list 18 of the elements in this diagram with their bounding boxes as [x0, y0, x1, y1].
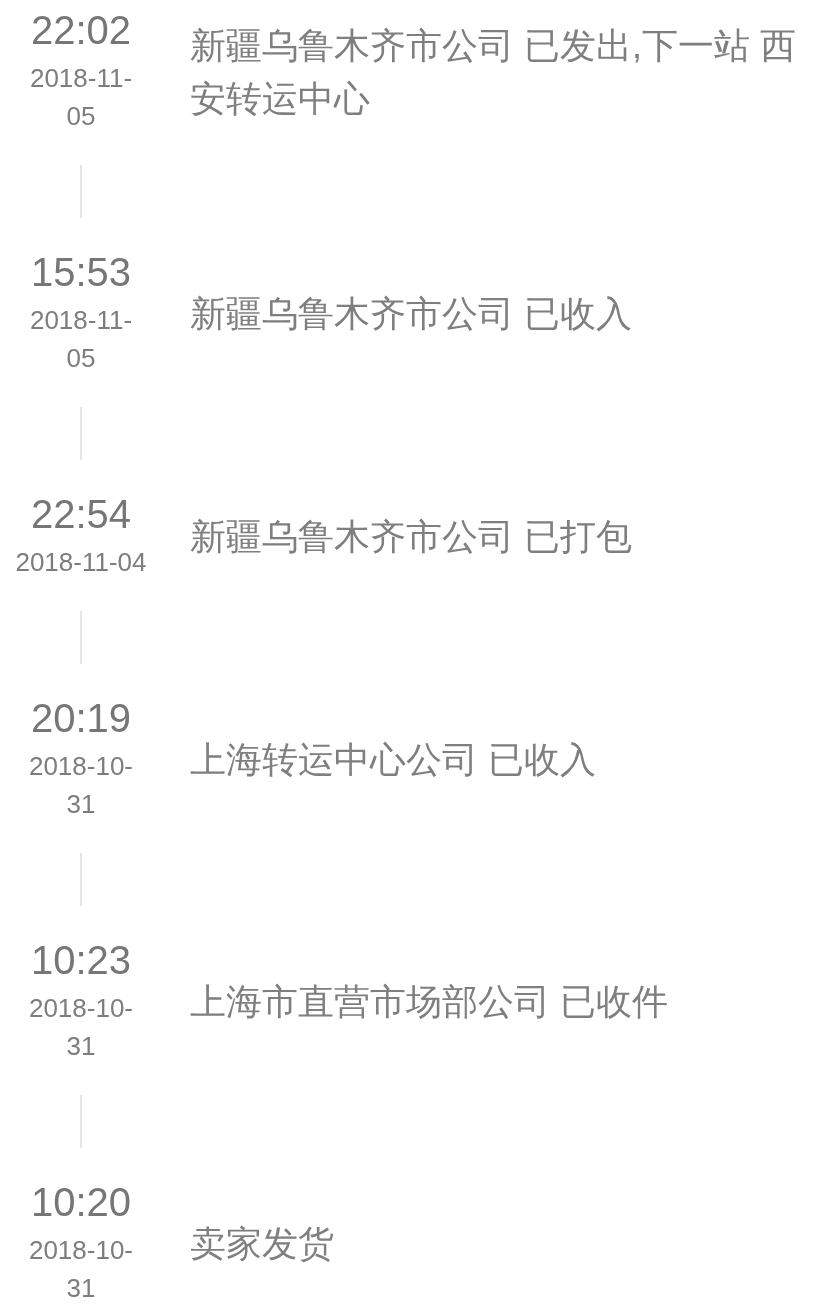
- status-text: 新疆乌鲁木齐市公司 已收入: [190, 292, 632, 336]
- event-time: 10:23: [30, 938, 132, 982]
- event-time: 10:20: [30, 1180, 132, 1224]
- event-date: 2018-11-04: [14, 546, 148, 579]
- event-date: 2018-10-31: [27, 992, 135, 1063]
- event-date: 2018-10-31: [27, 750, 135, 821]
- status-text: 上海市直营市场部公司 已收件: [190, 980, 668, 1024]
- status-text: 新疆乌鲁木齐市公司 已发出,下一站 西安转运中心: [190, 23, 797, 121]
- event-time: 22:02: [30, 8, 132, 52]
- status-text: 新疆乌鲁木齐市公司 已打包: [190, 515, 632, 559]
- event-time: 22:54: [30, 492, 132, 536]
- status-text: 上海转运中心公司 已收入: [190, 738, 596, 782]
- event-date: 2018-11-05: [28, 62, 134, 133]
- event-time: 20:19: [30, 696, 132, 740]
- status-text: 卖家发货: [190, 1222, 334, 1266]
- event-time: 15:53: [30, 250, 132, 294]
- event-date: 2018-10-31: [27, 1234, 135, 1305]
- event-date: 2018-11-05: [28, 304, 134, 375]
